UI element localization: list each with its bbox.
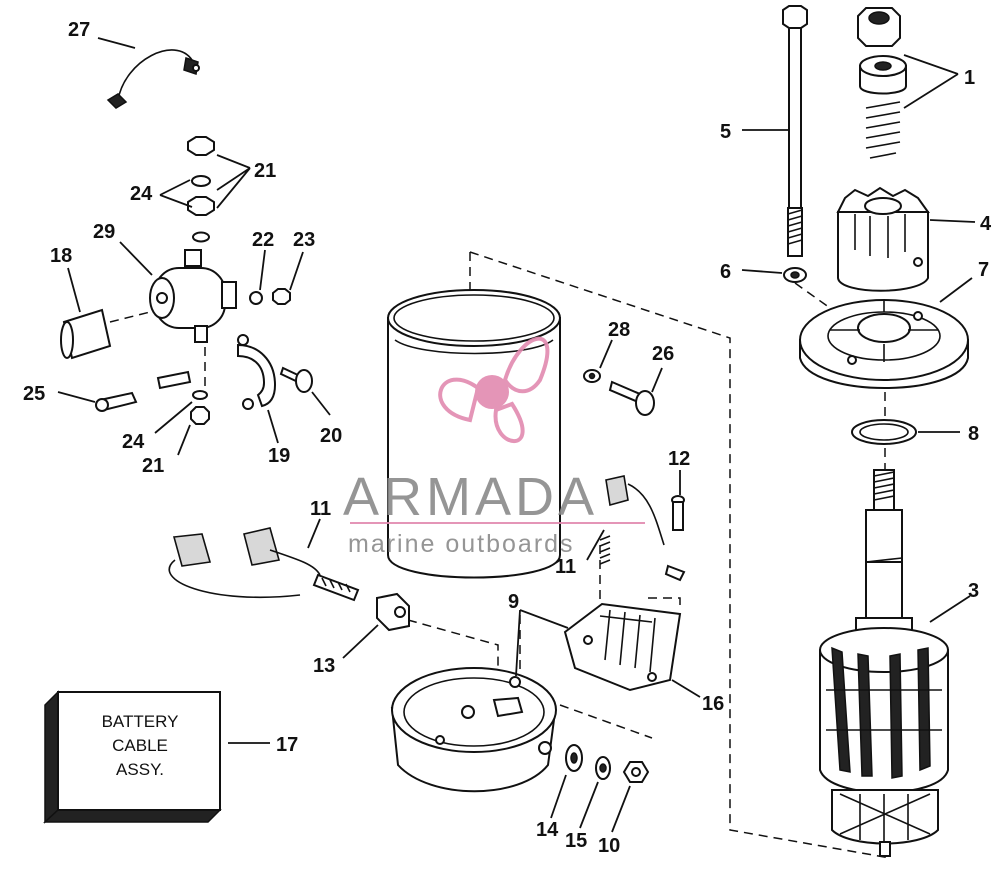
- leader-lines: [57, 37, 976, 833]
- commutator-end-cap: [390, 667, 557, 793]
- callout-4: 4: [980, 213, 992, 235]
- drive-parts-1-4: [836, 7, 930, 292]
- watermark-subtitle: marine outboards: [348, 530, 575, 558]
- callout-27: 27: [68, 19, 90, 41]
- callout-8: 8: [968, 423, 979, 445]
- callout-29: 29: [93, 221, 115, 243]
- callout-1: 1: [964, 67, 975, 89]
- watermark-logo-blade-2: [438, 377, 481, 423]
- watermark-logo-blade-3: [493, 401, 525, 443]
- battery-box-line2: CABLE: [112, 736, 168, 755]
- watermark-logo-blade-1: [502, 336, 550, 394]
- solenoid-group: [60, 136, 313, 425]
- callout-23: 23: [293, 229, 315, 251]
- callout-17: 17: [276, 734, 298, 756]
- callout-19: 19: [268, 445, 290, 467]
- callout-13: 13: [313, 655, 335, 677]
- callout-28: 28: [608, 319, 630, 341]
- ground-strap-27: [106, 49, 200, 109]
- callout-14: 14: [536, 819, 559, 841]
- brush-holder-assembly: [563, 475, 686, 692]
- washers-nut-14-15-10: [565, 744, 650, 783]
- callout-numbers: 27 21 24 29 18 22 23 25 24 21 19 20 1 5 …: [23, 19, 992, 857]
- battery-cable-box: BATTERY CABLE ASSY.: [43, 690, 222, 824]
- washer-28-bolt-26: [583, 369, 655, 416]
- armature-3: [819, 469, 949, 857]
- callout-24-upper: 24: [130, 183, 153, 205]
- battery-box-line1: BATTERY: [102, 712, 179, 731]
- callout-9: 9: [508, 591, 519, 613]
- callout-3: 3: [968, 580, 979, 602]
- callout-11-left: 11: [310, 498, 331, 520]
- callout-12: 12: [668, 448, 690, 470]
- callout-15: 15: [565, 830, 587, 852]
- watermark-logo-hub: [475, 375, 509, 409]
- callout-25: 25: [23, 383, 45, 405]
- callout-20: 20: [320, 425, 342, 447]
- callout-11-right: 11: [555, 556, 576, 578]
- callout-21-upper: 21: [254, 160, 276, 182]
- callout-21-lower: 21: [142, 455, 164, 477]
- callout-26: 26: [652, 343, 674, 365]
- callout-7: 7: [978, 259, 989, 281]
- battery-box-line3: ASSY.: [116, 760, 164, 779]
- brush-lead-left: [168, 527, 410, 632]
- callout-18: 18: [50, 245, 72, 267]
- drive-end-cap-7: [799, 299, 969, 445]
- callout-16: 16: [702, 693, 724, 715]
- watermark-title: ARMADA: [343, 467, 598, 527]
- callout-5: 5: [720, 121, 731, 143]
- callout-22: 22: [252, 229, 274, 251]
- callout-24-lower: 24: [122, 431, 145, 453]
- armada-watermark: ARMADA marine outboards: [343, 336, 645, 558]
- through-bolt-5: [782, 5, 808, 283]
- callout-6: 6: [720, 261, 731, 283]
- motor-frame-can: [387, 289, 561, 579]
- callout-10: 10: [598, 835, 620, 857]
